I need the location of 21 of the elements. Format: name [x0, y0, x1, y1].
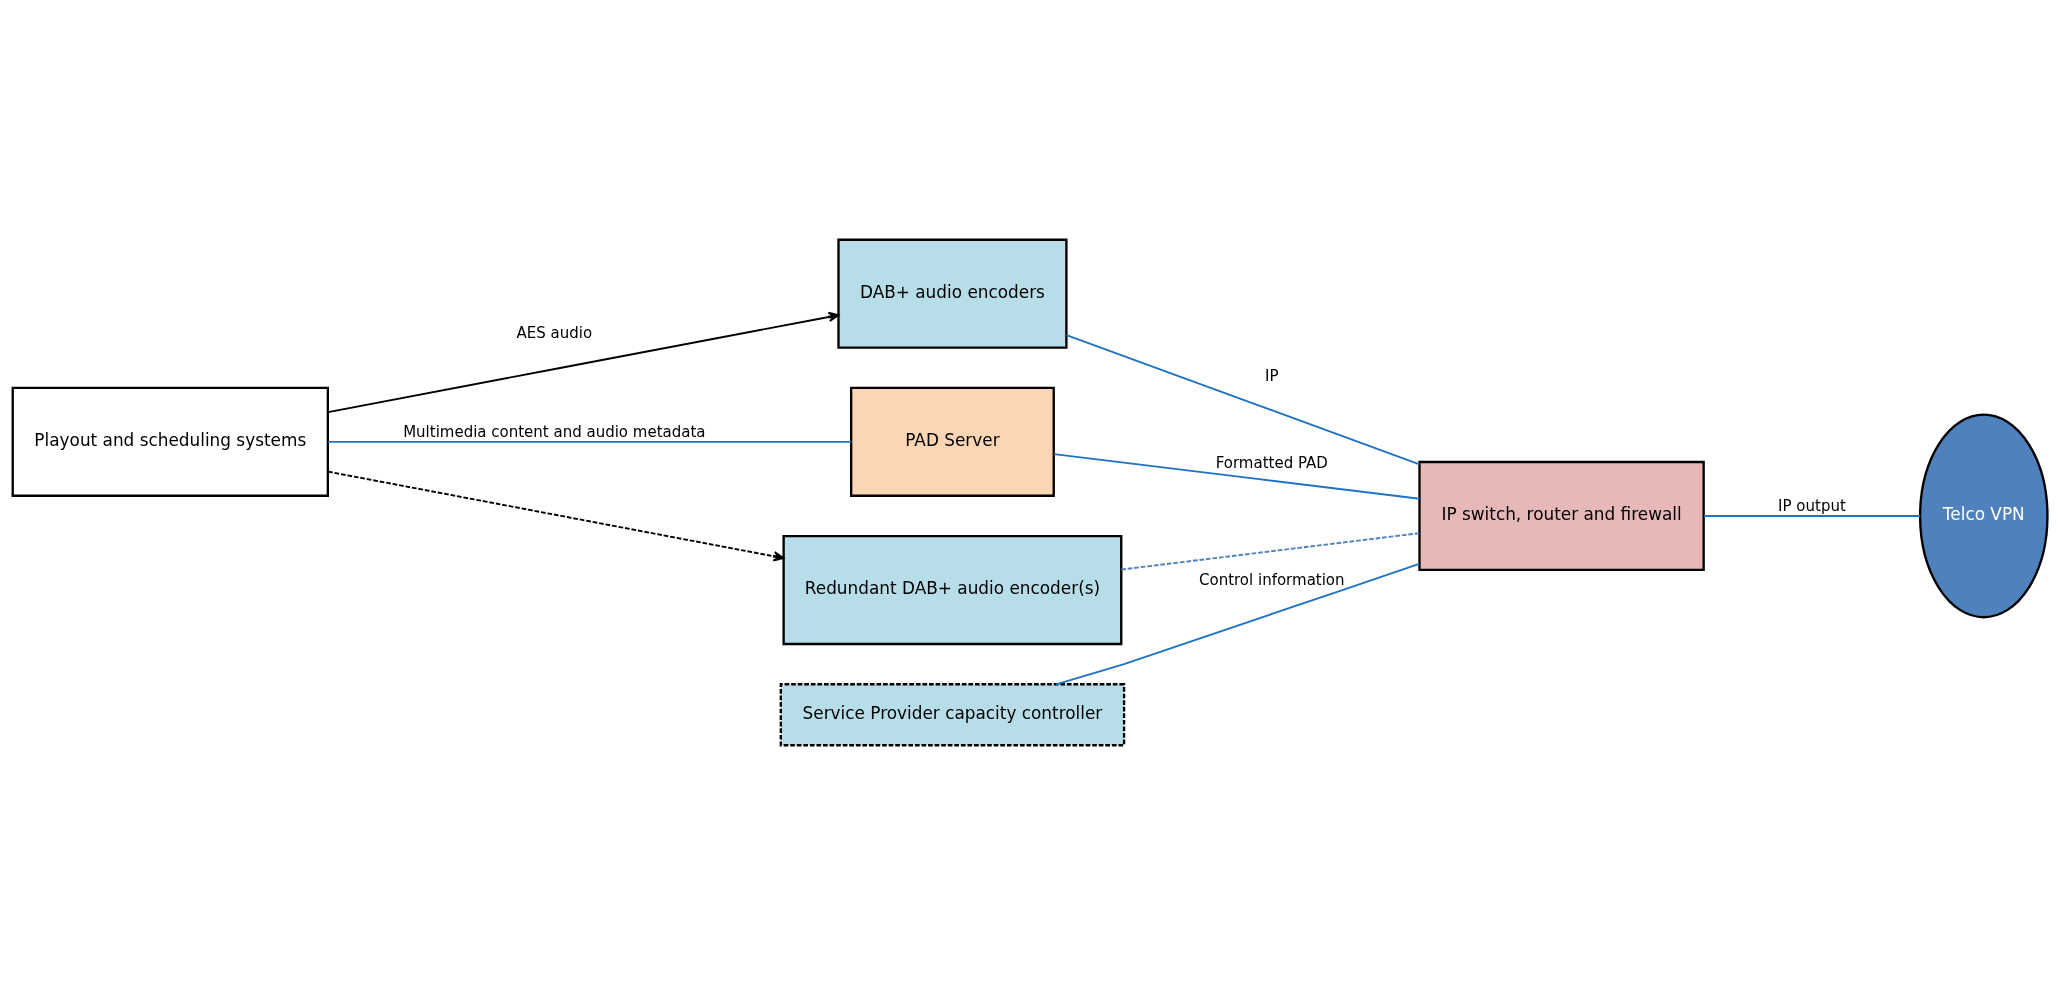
node-ellipse: Telco VPN — [1918, 413, 2049, 619]
node-box: Playout and scheduling systems — [11, 386, 329, 497]
arrow — [327, 470, 785, 562]
node-box: DAB+ audio encoders — [837, 238, 1068, 349]
edge-label: Control information — [1199, 571, 1345, 590]
arrow — [327, 311, 840, 413]
node-box: PAD Server — [850, 386, 1055, 497]
connector — [1065, 334, 1421, 466]
connector — [1120, 532, 1421, 571]
node-box: Redundant DAB+ audio encoder(s) — [782, 534, 1123, 646]
connector — [1703, 515, 1922, 517]
connector — [1053, 453, 1421, 500]
edge-label: AES audio — [516, 323, 593, 342]
edge-label: Formatted PAD — [1215, 453, 1328, 472]
edge-label: IP output — [1778, 497, 1846, 516]
connector — [1055, 563, 1421, 686]
node-box: Service Provider capacity controller — [779, 683, 1126, 747]
edge-label: IP — [1265, 366, 1279, 385]
connector — [327, 440, 853, 443]
edge-label: Multimedia content and audio metadata — [403, 422, 706, 441]
node-box: IP switch, router and firewall — [1418, 460, 1705, 572]
